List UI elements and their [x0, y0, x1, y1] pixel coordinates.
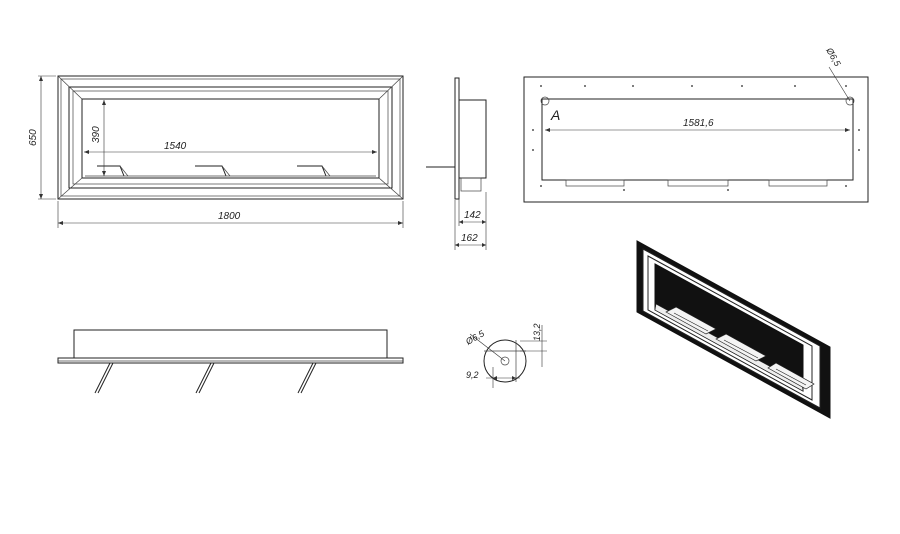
mounting-holes [532, 85, 860, 191]
back-view: A 1581,6 Ø6,5 [523, 45, 869, 203]
detail-offset-horizontal-label: 9,2 [466, 370, 479, 380]
dimension-1581-label: 1581,6 [683, 118, 714, 129]
dimension-height: 650 [28, 75, 56, 200]
dimension-inner-width: 1540 [84, 141, 377, 154]
iso-burners [665, 306, 815, 390]
front-view: 390 1540 650 1800 [28, 75, 404, 228]
dimension-1800-label: 1800 [218, 211, 241, 222]
burner-slots [85, 165, 376, 177]
dimension-162-label: 162 [461, 233, 478, 244]
dimension-390-label: 390 [91, 126, 102, 143]
dimension-1540-label: 1540 [164, 141, 187, 152]
dimension-142-label: 142 [464, 210, 481, 221]
side-view: 142 162 [426, 77, 487, 250]
dimension-inner-height: 390 [91, 100, 106, 176]
burner-legs [94, 362, 317, 394]
dimension-width: 1800 [57, 201, 404, 228]
hole-diameter-label: Ø6,5 [824, 45, 843, 69]
detail-a-view: 13,2 9,2 Ø6,5 [463, 323, 547, 388]
top-view [57, 329, 404, 394]
isometric-view [636, 240, 831, 419]
detail-offset-vertical-label: 13,2 [532, 323, 542, 341]
detail-a-label: A [550, 107, 560, 123]
dimension-650-label: 650 [28, 129, 39, 146]
